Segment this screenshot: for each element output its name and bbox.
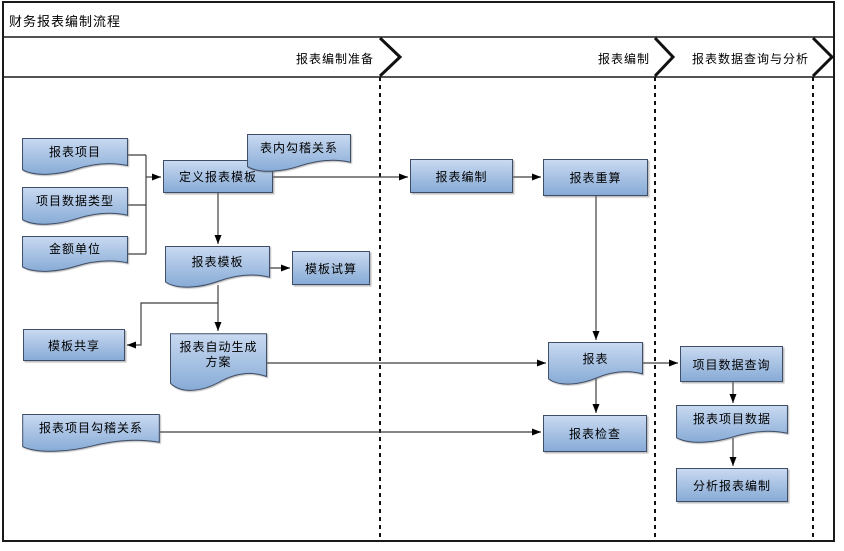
node-report: 报表 [548,342,643,386]
node-report-items: 报表项目 [22,138,128,176]
node-template-share: 模板共享 [23,329,125,361]
node-label: 报表编制 [435,169,488,184]
node-label: 表内勾稽关系 [259,141,338,155]
node-label: 分析报表编制 [692,478,771,493]
node-report-prepare: 报表编制 [410,159,513,193]
node-item-data-query: 项目数据查询 [680,346,783,382]
document-shape [22,414,160,453]
node-item-data-type: 项目数据类型 [22,187,128,226]
node-label: 报表自动生成方案 [179,340,258,369]
node-report-check: 报表检查 [543,415,647,452]
document-shape [22,187,128,226]
node-label: 报表项目数据 [692,412,771,426]
node-intra-table-check: 表内勾稽关系 [247,134,351,173]
connectors [127,154,737,466]
node-report-template: 报表模板 [165,246,270,289]
node-label: 模板试算 [304,261,357,276]
node-label: 报表模板 [191,255,244,269]
lane1-chevron-icon [378,36,403,78]
node-label: 项目数据类型 [35,194,114,208]
node-label: 模板共享 [47,338,100,353]
node-item-check-rel: 报表项目勾稽关系 [22,414,160,453]
node-auto-gen-plan: 报表自动生成方案 [170,333,267,393]
lane-label-compilation: 报表编制 [597,52,650,66]
page-frame [2,1,835,542]
document-shape [548,342,643,386]
node-label: 定义报表模板 [178,170,257,184]
node-label: 报表 [582,351,609,366]
page-title: 财务报表编制流程 [9,15,122,30]
node-amount-unit: 金额单位 [22,236,128,273]
node-label: 报表项目 [48,144,101,159]
node-label: 报表检查 [568,427,621,441]
node-analysis-report: 分析报表编制 [676,468,788,502]
node-label: 金额单位 [48,242,101,256]
document-shape [676,405,788,444]
document-shape [22,138,128,176]
lane-label-preparation: 报表编制准备 [295,52,374,66]
lane2-chevron-icon [653,36,676,78]
document-shape [165,246,270,289]
node-report-item-data: 报表项目数据 [676,405,788,444]
document-shape [170,333,267,393]
node-label: 报表项目勾稽关系 [38,421,143,435]
node-label: 报表重算 [569,171,622,185]
document-shape [22,236,128,273]
lane3-chevron-icon [811,36,835,78]
document-shape [247,134,351,173]
node-report-recalc: 报表重算 [543,159,648,196]
node-label: 项目数据查询 [692,357,771,372]
node-template-trial: 模板试算 [292,251,370,285]
lane-label-query-analysis: 报表数据查询与分析 [691,52,809,66]
